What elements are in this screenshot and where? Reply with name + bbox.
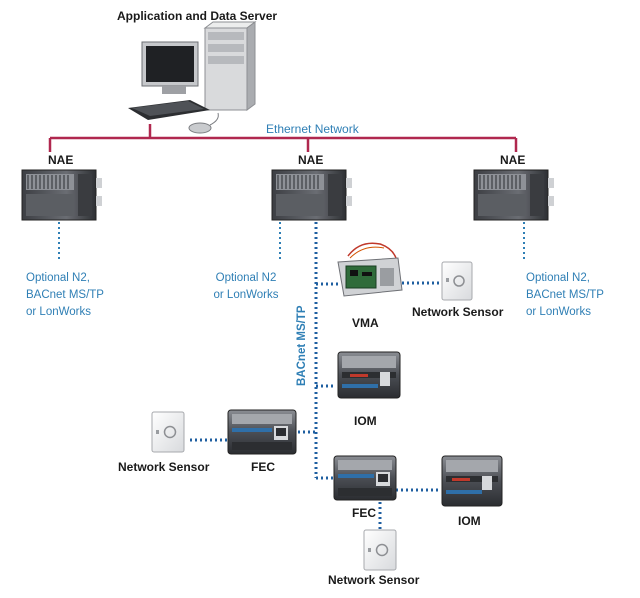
nae-middle-optional-bus-label: Optional N2 or LonWorks [213,272,279,301]
nae-middle-label: NAE [298,153,324,167]
server-computer-icon [128,21,257,134]
fec-lower-label: FEC [352,506,376,520]
nae-right-optional-bus-label: Optional N2, BACnet MS/TP or LonWorks [526,272,604,318]
iom-upper-device-icon [337,351,401,399]
bacnet-mstp-bus-label: BACnet MS/TP [296,305,308,387]
nae-middle-device-icon [271,169,352,221]
fec-lower-device-icon [333,455,397,501]
server-title: Application and Data Server [117,9,278,23]
bacnet-mstp-bus [190,222,440,530]
vma-label: VMA [352,316,379,330]
vma-network-sensor-icon [441,261,473,301]
iom-upper-label: IOM [354,414,377,428]
fec-lower-network-sensor-label: Network Sensor [328,573,420,587]
iom-lower-device-icon [441,455,503,507]
vma-device-icon [337,242,403,297]
fec-lower-network-sensor-icon [363,529,397,571]
optional-bus-lines [58,222,525,262]
fec-left-network-sensor-label: Network Sensor [118,460,210,474]
nae-left-device-icon [21,169,102,221]
ethernet-network [48,124,518,152]
fec-left-network-sensor-icon [151,411,185,453]
nae-left-optional-bus-label: Optional N2, BACnet MS/TP or LonWorks [26,272,104,318]
iom-lower-label: IOM [458,514,481,528]
nae-right-device-icon [473,169,554,221]
nae-left-label: NAE [48,153,74,167]
fec-left-device-icon [227,409,297,455]
nae-right-label: NAE [500,153,526,167]
vma-network-sensor-label: Network Sensor [412,305,504,319]
ethernet-network-label: Ethernet Network [266,122,359,136]
fec-left-label: FEC [251,460,275,474]
